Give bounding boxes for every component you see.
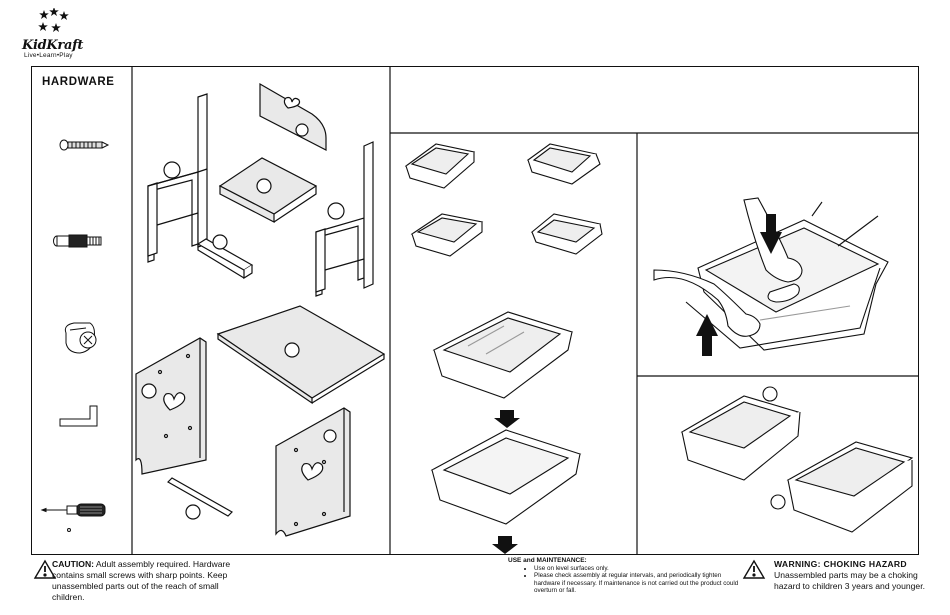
allen-wrench-icon (59, 405, 98, 427)
table-dowel-long (167, 477, 233, 520)
table-side-right (275, 407, 351, 537)
warning-triangle-icon (742, 559, 766, 579)
table-top (216, 305, 386, 405)
bin-finished-1 (680, 386, 801, 481)
use-maintenance: USE and MAINTENANCE: Use on level surfac… (508, 557, 743, 595)
bin-press-illustration (653, 197, 889, 351)
dowel-bolt-icon (53, 234, 102, 248)
chair-frame-left (147, 93, 208, 263)
chair-back-panel (259, 82, 327, 151)
bin-large-bottom (430, 429, 582, 525)
brand-logo: KidKraft Live•Learn•Play (22, 8, 92, 60)
bin-small-3 (410, 213, 484, 257)
warning-text: Unassembled parts may be a choking hazar… (774, 570, 925, 591)
screwdriver-icon (40, 503, 106, 532)
caution-body: Adult assembly required. Hardware contai… (52, 559, 231, 602)
table-side-left (135, 337, 207, 475)
brand-name: KidKraft (22, 38, 84, 53)
caution-triangle-icon (33, 559, 57, 579)
hardware-title: HARDWARE (42, 76, 115, 88)
bin-small-2 (526, 143, 601, 185)
cam-lock-icon (64, 322, 97, 354)
use-maintenance-title: USE and MAINTENANCE: (508, 557, 587, 564)
instruction-frame (31, 66, 919, 555)
chair-seat (218, 157, 318, 223)
chair-frame-right (315, 141, 374, 297)
caution-text: CAUTION: Adult assembly required. Hardwa… (52, 559, 252, 603)
screw-icon (59, 139, 110, 151)
caution-label: CAUTION: (52, 559, 95, 569)
bin-small-1 (404, 143, 476, 189)
use-maintenance-list: Use on level surfaces only. Please check… (508, 565, 743, 595)
arrow-down-icon (760, 214, 782, 254)
use-maintenance-item: Use on level surfaces only. (534, 565, 743, 573)
brand-tagline: Live•Learn•Play (24, 52, 73, 59)
warning-title: WARNING: CHOKING HAZARD (774, 559, 907, 569)
bin-large-top (432, 311, 574, 399)
arrow-up-icon (696, 314, 718, 356)
bin-finished-2 (770, 441, 914, 533)
bin-small-4 (530, 213, 603, 255)
stars-logo-icon (38, 8, 69, 32)
chair-dowel-short (196, 234, 254, 280)
use-maintenance-item: Please check assembly at regular interva… (534, 572, 743, 595)
